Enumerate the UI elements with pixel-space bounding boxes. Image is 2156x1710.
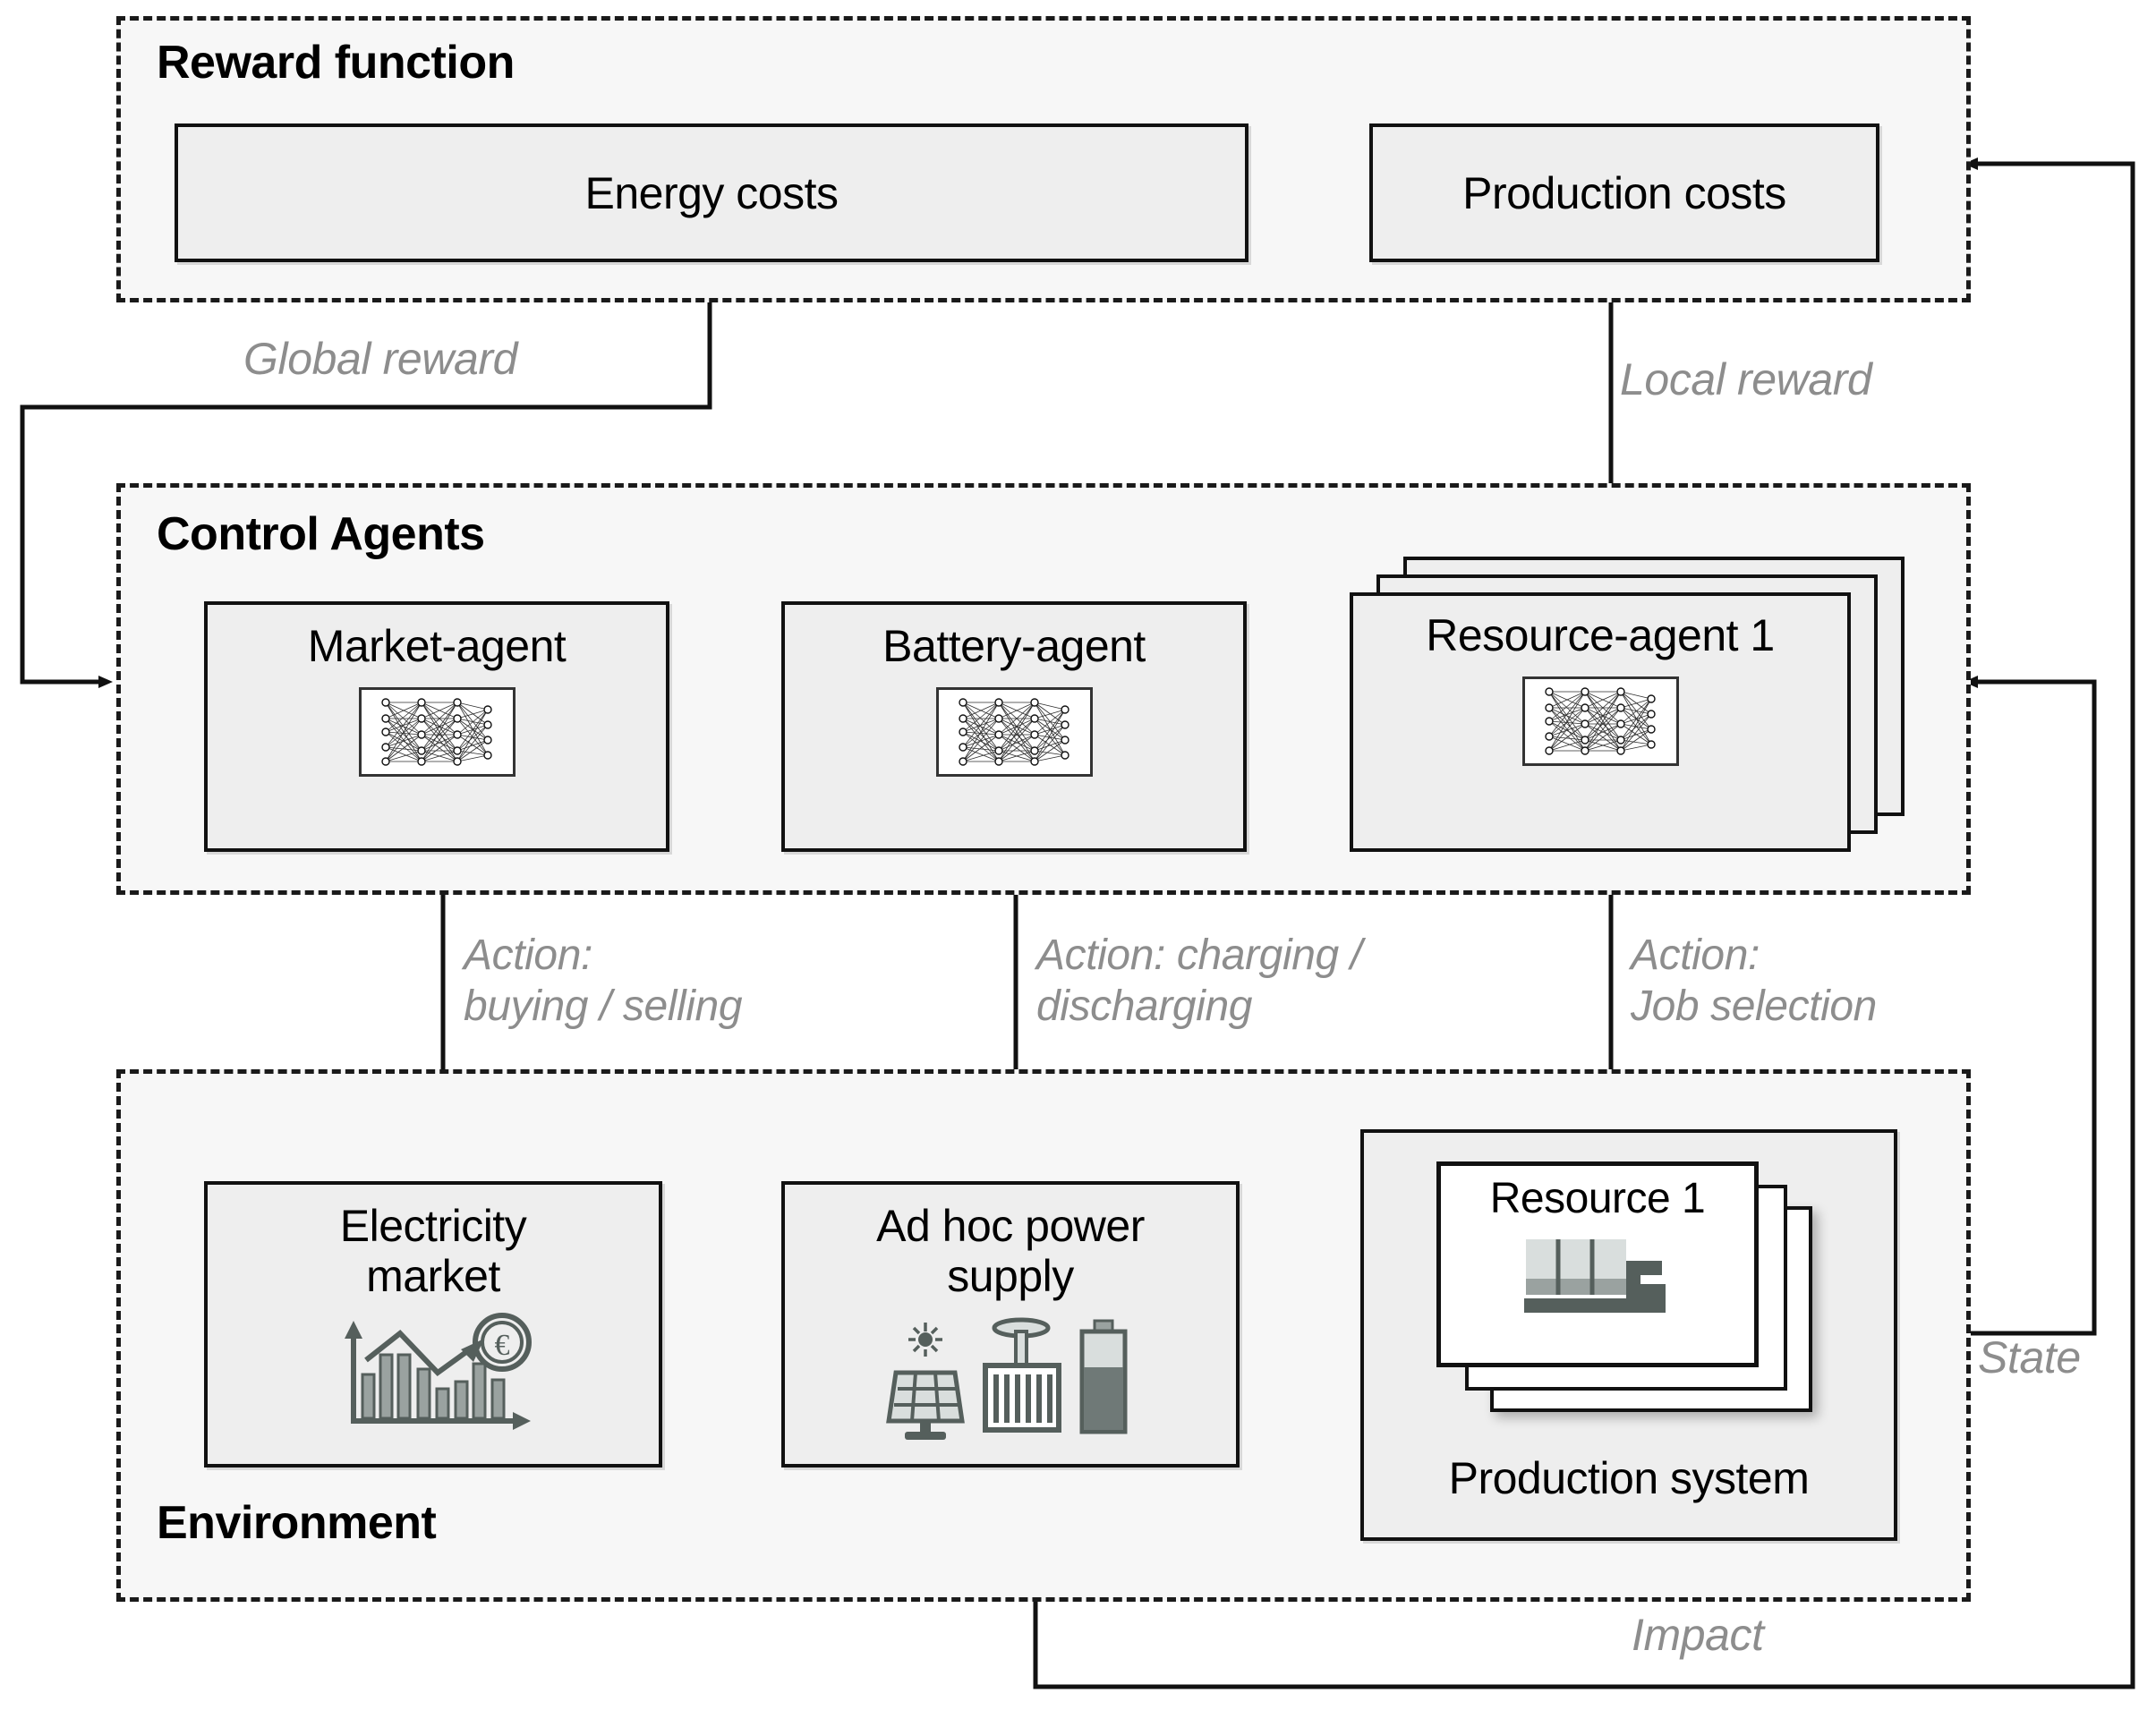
edge-global-reward — [20, 268, 712, 688]
solar-chp-battery-glyph — [886, 1317, 1128, 1440]
solar-panel-icon — [886, 1323, 965, 1440]
battery-icon — [1079, 1319, 1128, 1434]
box-production-costs[interactable]: Production costs — [1369, 123, 1879, 262]
box-ad-hoc-power-supply-label: Ad hoc power supply — [876, 1201, 1145, 1301]
resource-stack[interactable]: Resource 1 — [1436, 1161, 1821, 1421]
chp-generator-icon — [983, 1317, 1061, 1433]
neural-network-icon — [358, 687, 516, 777]
market-price-chart-glyph: € — [345, 1313, 532, 1430]
edge-label-action-battery: Action: charging / discharging — [1036, 932, 1362, 1030]
edge-label-action-job: Action: Job selection — [1631, 932, 1877, 1030]
neural-network-glyph — [959, 698, 1069, 766]
box-production-costs-label: Production costs — [1462, 167, 1786, 218]
cnc-machine-glyph — [1524, 1238, 1666, 1313]
box-ad-hoc-power-supply[interactable]: Ad hoc power supply — [781, 1181, 1240, 1468]
box-electricity-market-label: Electricity market — [339, 1201, 527, 1301]
box-resource-1[interactable]: Resource 1 — [1436, 1161, 1759, 1367]
group-environment-title: Environment — [157, 1497, 437, 1549]
market-price-chart-icon: € — [330, 1310, 536, 1449]
box-resource-1-label: Resource 1 — [1489, 1175, 1706, 1222]
group-reward-function-title: Reward function — [157, 37, 515, 89]
box-market-agent[interactable]: Market-agent — [204, 601, 669, 852]
edge-label-impact: Impact — [1632, 1610, 1764, 1660]
edge-impact — [1033, 157, 2135, 1689]
neural-network-icon — [1521, 676, 1679, 766]
box-electricity-market[interactable]: Electricity market — [204, 1181, 662, 1468]
edge-label-state: State — [1978, 1332, 2081, 1382]
neural-network-glyph — [1545, 687, 1656, 755]
edge-label-global-reward: Global reward — [243, 334, 518, 384]
box-energy-costs-label: Energy costs — [584, 167, 839, 218]
box-production-system[interactable]: Resource 1 Production system — [1360, 1129, 1897, 1541]
box-resource-agent-1[interactable]: Resource-agent 1 — [1350, 592, 1851, 852]
box-production-system-label: Production system — [1448, 1453, 1810, 1503]
edge-state — [1920, 676, 2097, 1336]
box-resource-agent-1-label: Resource-agent 1 — [1426, 610, 1775, 660]
box-resource-agent-stack[interactable]: Resource-agent 1 — [1350, 557, 1905, 852]
box-energy-costs[interactable]: Energy costs — [175, 123, 1248, 262]
edge-label-action-market: Action: buying / selling — [464, 932, 743, 1030]
edge-label-local-reward: Local reward — [1620, 354, 1872, 404]
svg-text:€: € — [495, 1329, 510, 1362]
neural-network-glyph — [381, 698, 492, 766]
box-battery-agent-label: Battery-agent — [882, 621, 1146, 671]
group-control-agents-title: Control Agents — [157, 508, 485, 560]
solar-chp-battery-icon — [885, 1310, 1136, 1449]
neural-network-icon — [935, 687, 1093, 777]
cnc-machine-icon — [1517, 1229, 1678, 1326]
box-market-agent-label: Market-agent — [307, 621, 567, 671]
box-battery-agent[interactable]: Battery-agent — [781, 601, 1247, 852]
